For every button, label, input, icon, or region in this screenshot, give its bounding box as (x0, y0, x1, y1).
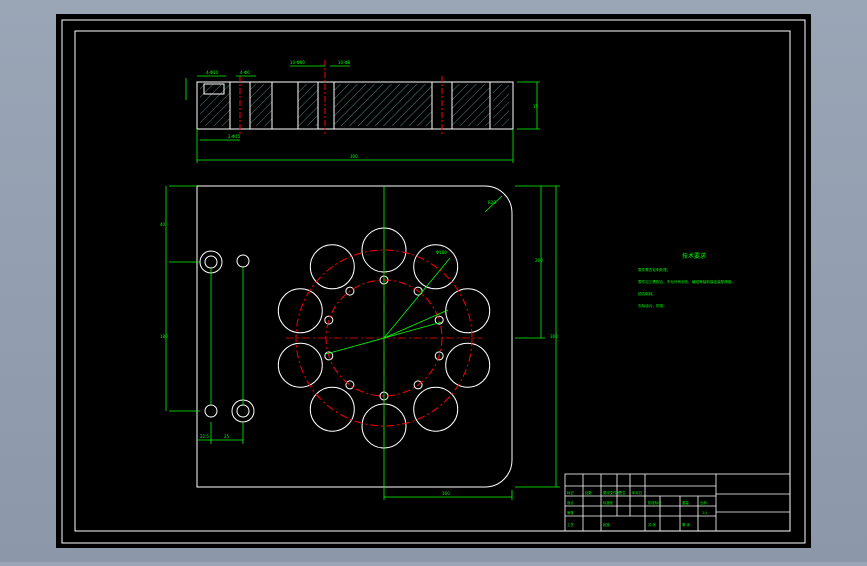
dim-bottom-left-1: 22.5 (200, 434, 209, 439)
hatch-2 (250, 84, 272, 126)
tb-r4c3: 批准 (603, 522, 610, 527)
tb-r4c1: 工艺 (567, 522, 574, 527)
tb-r2c3: 标准化 (603, 500, 614, 505)
dim-top-4: 10-Φ8 (338, 60, 351, 65)
dim-top-bottom: 2-Φ15 (228, 134, 241, 139)
inner-frame (74, 30, 791, 532)
small-hole (345, 380, 355, 390)
dim-left-top: 40 (160, 222, 166, 227)
pitch-circle-large (295, 249, 473, 427)
tech-line-4: 去除油污，防锈。 (638, 303, 667, 308)
hatch-1 (200, 84, 230, 126)
section-outline (196, 81, 514, 130)
tb-r1c1: 标记 (567, 490, 574, 495)
dim-radius: R20 (488, 200, 496, 205)
tb-r2c6: 重量 (682, 500, 689, 505)
plate-outline (196, 185, 513, 488)
large-hole (277, 342, 323, 388)
small-hole (345, 286, 355, 296)
dim-top-1: 4-Φ10 (206, 70, 219, 75)
dim-top-3: 10-Φ60 (290, 60, 305, 65)
large-hole (309, 386, 355, 432)
tb-r2c5: 阶段标记 (648, 500, 662, 505)
large-hole (413, 244, 459, 290)
title-block (564, 473, 791, 532)
tb-r1c2: 处数 (585, 490, 592, 495)
large-hole (309, 244, 355, 290)
tb-r2c7: 比例 (700, 500, 707, 505)
small-hole (324, 315, 334, 325)
hatch-3 (298, 84, 318, 126)
tb-r4c5: 共 张 (648, 522, 656, 527)
small-hole (434, 351, 444, 361)
dim-top-2: 4-Φ6 (240, 70, 250, 75)
dim-left-main: 180 (160, 334, 168, 339)
large-hole (445, 342, 491, 388)
hatch-5 (452, 84, 490, 126)
tech-requirements: 技术要求 零件需去毛刺处理。 零件加工需配合，不允许有划伤、磕碰等缺陷保证装配精… (638, 252, 735, 308)
tb-r3c7: 1:1 (702, 511, 707, 515)
tb-r1c4: 签名 (619, 490, 626, 495)
dim-bottom: 160 (442, 491, 450, 496)
small-hole (434, 315, 444, 325)
tb-r1c5: 年月日 (632, 490, 642, 495)
title-block-text: 标记 处数 更改文件号 签名 年月日 设计 标准化 阶段标记 重量 比例 审核 … (567, 490, 707, 527)
tb-r2c1: 设计 (567, 500, 574, 505)
outer-frame (61, 19, 806, 544)
model-space[interactable] (56, 14, 811, 548)
small-hole (324, 351, 334, 361)
dim-bottom-left-2: 25 (224, 434, 230, 439)
tb-r1c3: 更改文件号 (603, 490, 621, 495)
tb-r4c6: 第 张 (682, 522, 690, 527)
tech-title: 技术要求 (682, 252, 706, 260)
hatch-4 (334, 84, 432, 126)
section-view: 4-Φ10 4-Φ6 10-Φ60 10-Φ8 300 15 2-Φ15 (185, 60, 540, 163)
tb-r3c1: 审核 (567, 510, 574, 515)
large-hole (277, 288, 323, 334)
tech-line-3: 锐边倒钝。 (638, 291, 656, 296)
dim-top-height: 15 (533, 104, 539, 109)
dim-right-full: 300 (550, 334, 558, 339)
tech-line-2: 零件加工需配合，不允许有划伤、磕碰等缺陷保证装配精度。 (638, 279, 735, 284)
front-view: R20 Φ180 40 180 260 300 160 22.5 25 (160, 185, 560, 500)
dim-right-mid: 260 (535, 258, 543, 263)
hatch-6 (493, 84, 509, 126)
small-hole (413, 286, 423, 296)
tech-line-1: 零件需去毛刺处理。 (638, 267, 670, 272)
dim-top-width: 300 (350, 154, 358, 159)
large-hole (413, 386, 459, 432)
small-hole (413, 380, 423, 390)
dim-diameter: Φ180 (436, 250, 447, 255)
